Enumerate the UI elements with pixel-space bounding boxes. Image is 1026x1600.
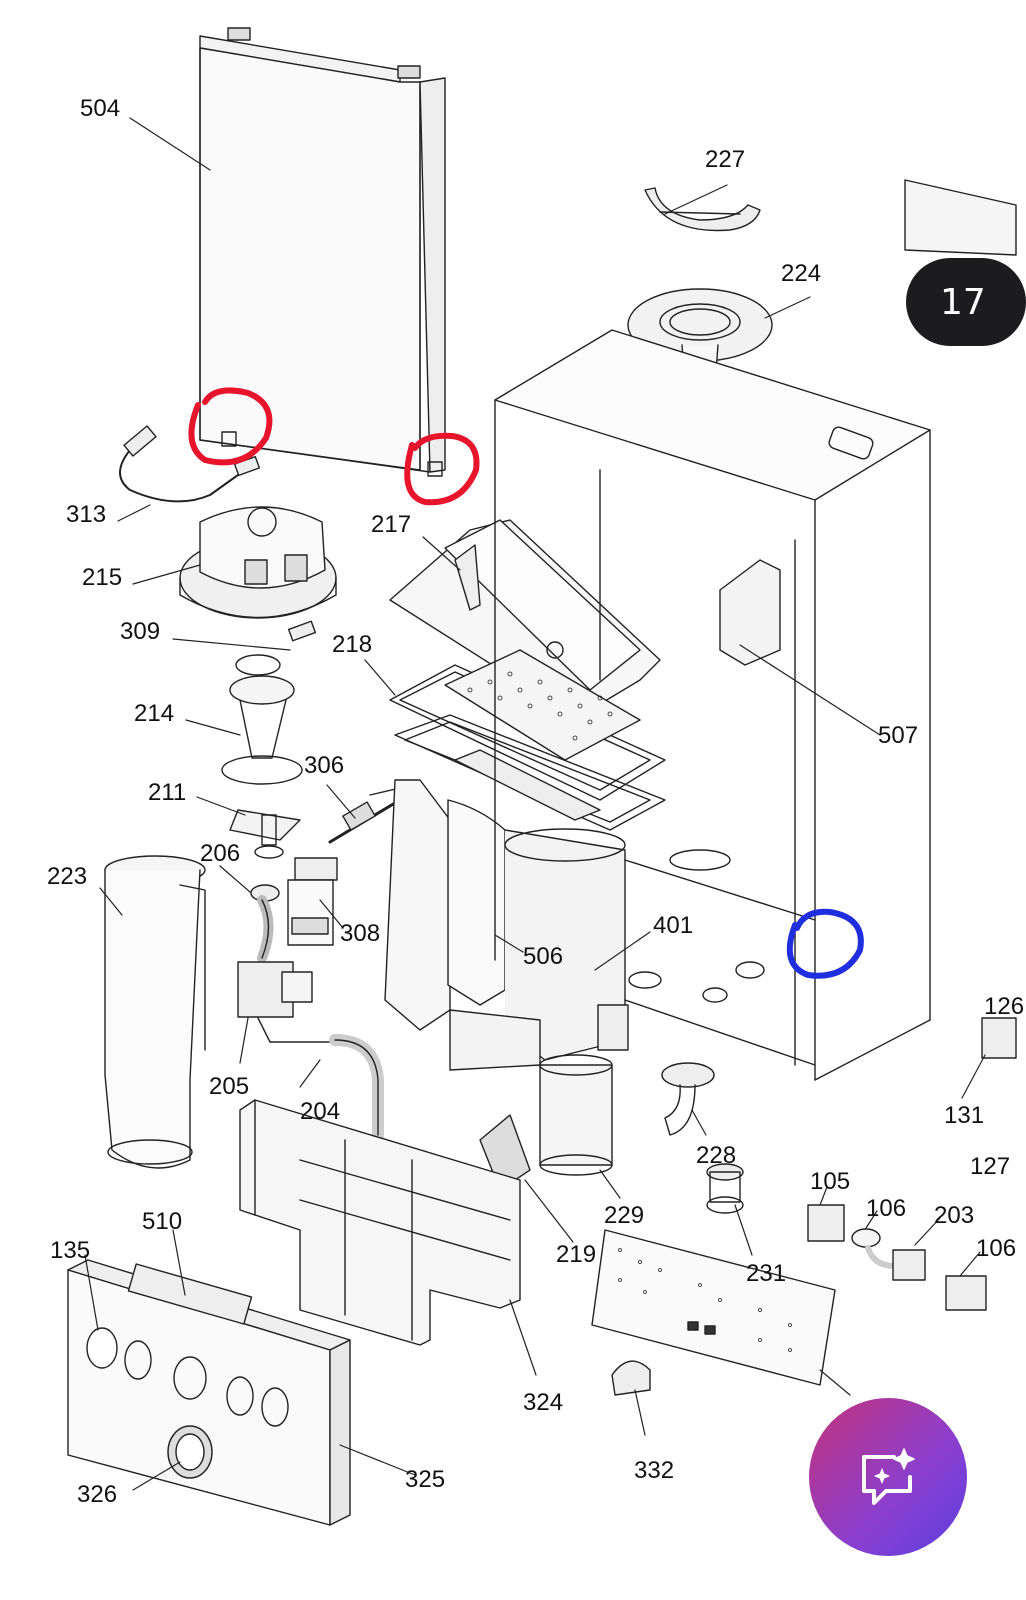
label-204: 204 (300, 1098, 341, 1125)
part-309-sensor (289, 621, 316, 640)
label-203: 203 (934, 1202, 975, 1229)
page-number: 17 (940, 281, 986, 323)
part-313-cable (120, 426, 259, 501)
part-204-pipe (335, 1040, 378, 1135)
label-217: 217 (371, 511, 412, 538)
label-324: 324 (523, 1389, 564, 1416)
label-223: 223 (47, 863, 88, 890)
label-326: 326 (77, 1481, 118, 1508)
casing-frame (495, 330, 930, 1080)
label-227: 227 (705, 146, 746, 173)
label-228: 228 (696, 1142, 737, 1169)
label-126: 126 (984, 993, 1025, 1020)
part-205-gas-valve (238, 885, 330, 1042)
part-306-electrode (330, 788, 400, 842)
part-401-heat-exchanger (385, 780, 628, 1070)
ai-chat-sparkle-icon (862, 1448, 915, 1505)
label-224: 224 (781, 260, 822, 287)
label-309: 309 (120, 618, 161, 645)
part-pcb (592, 1230, 835, 1385)
label-131: 131 (944, 1102, 985, 1129)
part-223-air-duct (105, 856, 205, 1168)
part-324-tray (240, 1100, 520, 1345)
label-325: 325 (405, 1466, 446, 1493)
label-507: 507 (878, 722, 919, 749)
part-227-clip (645, 188, 760, 231)
label-506: 506 (523, 943, 564, 970)
label-135: 135 (50, 1237, 91, 1264)
red-annotation-circles (191, 390, 476, 502)
label-206: 206 (200, 840, 241, 867)
part-228-fitting (662, 1063, 714, 1135)
label-219: 219 (556, 1241, 597, 1268)
label-211: 211 (148, 779, 187, 806)
partial-right-parts (905, 180, 1016, 1058)
part-229-siphon (540, 1055, 612, 1175)
part-215-fan (180, 507, 336, 618)
page-number-badge: 17 (906, 258, 1026, 346)
part-231-fitting (707, 1164, 743, 1213)
label-332: 332 (634, 1457, 675, 1484)
part-507-bracket (720, 560, 780, 665)
part-211-nozzle (230, 810, 300, 858)
part-308-ignition-unit (288, 858, 337, 945)
label-510: 510 (142, 1208, 183, 1235)
label-231: 231 (746, 1260, 787, 1287)
label-105: 105 (810, 1168, 851, 1195)
label-106-b: 106 (976, 1235, 1017, 1262)
label-401: 401 (653, 912, 694, 939)
part-105-106-203-fittings (808, 1205, 986, 1310)
label-504: 504 (80, 95, 121, 122)
part-214-venturi (222, 655, 302, 784)
label-229: 229 (604, 1202, 645, 1229)
ai-chat-button[interactable] (809, 1398, 967, 1556)
label-308: 308 (340, 920, 381, 947)
label-306: 306 (304, 752, 345, 779)
part-332-sensor (612, 1361, 650, 1395)
part-325-control-panel (68, 1260, 350, 1525)
label-313: 313 (66, 501, 107, 528)
label-214: 214 (134, 700, 175, 727)
label-106-a: 106 (866, 1195, 907, 1222)
label-218: 218 (332, 631, 373, 658)
blue-annotation-circle (790, 912, 861, 976)
part-504-front-panel (200, 28, 445, 476)
label-127: 127 (970, 1153, 1011, 1180)
label-215: 215 (82, 564, 123, 591)
label-205: 205 (209, 1073, 250, 1100)
leader-lines (85, 118, 985, 1490)
